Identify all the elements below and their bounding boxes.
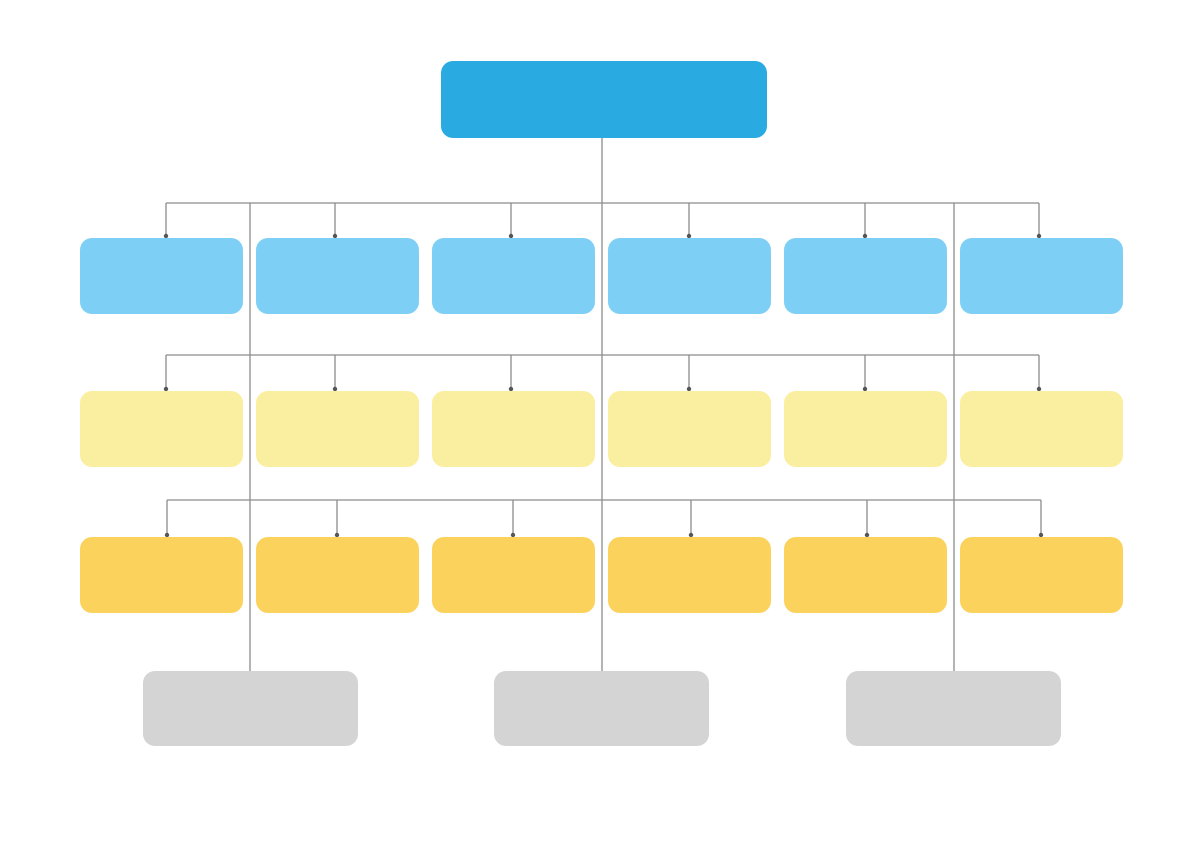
level3-node-1[interactable] [80, 537, 243, 613]
level3-node-5[interactable] [784, 537, 947, 613]
level4-node-1[interactable] [143, 671, 358, 746]
level2-node-2[interactable] [256, 391, 419, 467]
root-node[interactable] [441, 61, 767, 138]
level1-node-5[interactable] [784, 238, 947, 314]
level3-node-4[interactable] [608, 537, 771, 613]
level3-node-3[interactable] [432, 537, 595, 613]
level1-node-3[interactable] [432, 238, 595, 314]
level2-node-4[interactable] [608, 391, 771, 467]
level1-node-4[interactable] [608, 238, 771, 314]
level2-node-5[interactable] [784, 391, 947, 467]
level3-node-6[interactable] [960, 537, 1123, 613]
level2-node-6[interactable] [960, 391, 1123, 467]
level4-node-3[interactable] [846, 671, 1061, 746]
level3-node-2[interactable] [256, 537, 419, 613]
level2-node-1[interactable] [80, 391, 243, 467]
level4-node-2[interactable] [494, 671, 709, 746]
level1-node-6[interactable] [960, 238, 1123, 314]
level1-node-1[interactable] [80, 238, 243, 314]
level1-node-2[interactable] [256, 238, 419, 314]
level2-node-3[interactable] [432, 391, 595, 467]
